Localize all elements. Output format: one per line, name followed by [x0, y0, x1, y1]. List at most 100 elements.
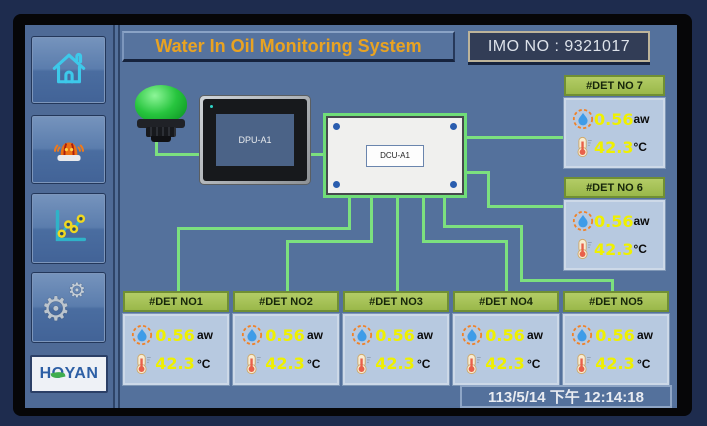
- status-beacon-light: [133, 85, 189, 159]
- water-activity-row: 0.56 aw: [461, 324, 553, 346]
- detector-4-header: #DET NO4: [453, 291, 559, 312]
- detector-7-card: 0.56 aw 42.3 °C: [563, 97, 666, 169]
- temperature-unit: °C: [633, 242, 647, 256]
- detector-2-card: 0.56 aw 42.3 °C: [232, 313, 340, 386]
- screw-icon: [333, 123, 340, 130]
- detector-1-header: #DET NO1: [123, 291, 229, 312]
- cable-det2-h: [286, 240, 373, 243]
- dcu-label: DCU-A1: [380, 151, 410, 160]
- temperature-value: 42.3: [155, 354, 195, 374]
- cable-det4-v1: [422, 198, 425, 243]
- cable-beacon-h: [155, 153, 199, 156]
- water-activity-row: 0.56 aw: [241, 324, 333, 346]
- dpu-device: DPU-A1: [199, 95, 311, 185]
- thermometer-icon: [461, 353, 483, 375]
- detector-5-card: 0.56 aw 42.3 °C: [562, 313, 670, 386]
- water-drop-icon: [351, 324, 373, 346]
- cable-det3-v: [396, 198, 399, 291]
- temperature-value: 42.3: [595, 354, 635, 374]
- water-activity-value: 0.56: [155, 325, 195, 345]
- home-button[interactable]: [31, 36, 106, 104]
- temperature-row: 42.3 °C: [241, 353, 333, 375]
- cable-beacon-v: [155, 131, 158, 155]
- cable-dcu-det6-h2: [487, 205, 564, 208]
- temperature-row: 42.3 °C: [461, 353, 553, 375]
- screw-icon: [333, 181, 340, 188]
- cable-det5-h2: [520, 279, 614, 282]
- cable-det5-h1: [443, 225, 523, 228]
- cable-det4-h: [422, 240, 508, 243]
- water-activity-value: 0.56: [594, 109, 634, 129]
- water-activity-row: 0.56 aw: [351, 324, 443, 346]
- thermometer-icon: [572, 238, 594, 260]
- temperature-unit: °C: [637, 356, 651, 371]
- detector-6-card: 0.56 aw 42.3 °C: [563, 199, 666, 271]
- cable-dcu-det6-v: [487, 171, 490, 208]
- cable-dcu-det7: [467, 136, 564, 139]
- temperature-unit: °C: [417, 356, 431, 371]
- water-drop-icon: [571, 324, 593, 346]
- imo-number-box: IMO NO : 9321017: [468, 31, 650, 62]
- temperature-value: 42.3: [594, 239, 634, 259]
- water-drop-icon: [241, 324, 263, 346]
- cable-det1-h: [177, 227, 351, 230]
- logo-text-post: YAN: [64, 365, 99, 382]
- water-activity-value: 0.56: [594, 211, 634, 231]
- water-activity-unit: aw: [633, 214, 650, 228]
- water-activity-value: 0.56: [595, 325, 635, 345]
- water-activity-unit: aw: [633, 112, 650, 126]
- water-activity-unit: aw: [527, 328, 544, 343]
- sidebar: ⚙ ⚙ HOYAN: [25, 25, 113, 408]
- temperature-row: 42.3 °C: [572, 238, 659, 260]
- screw-icon: [450, 181, 457, 188]
- temperature-value: 42.3: [375, 354, 415, 374]
- water-drop-icon: [131, 324, 153, 346]
- detector-5-header: #DET NO5: [563, 291, 669, 312]
- dcu-label-plate: DCU-A1: [366, 144, 424, 167]
- cable-dpu-dcu: [311, 153, 323, 156]
- temperature-row: 42.3 °C: [571, 353, 663, 375]
- water-drop-icon: [572, 210, 594, 232]
- trend-button[interactable]: [31, 193, 106, 264]
- water-activity-unit: aw: [307, 328, 324, 343]
- home-icon: [47, 46, 91, 95]
- temperature-row: 42.3 °C: [351, 353, 443, 375]
- dpu-power-led: [210, 105, 213, 108]
- cable-det5-v1: [443, 198, 446, 228]
- beacon-dome-green: [135, 85, 187, 123]
- temperature-unit: °C: [527, 356, 541, 371]
- dcu-panel: DCU-A1: [326, 116, 464, 195]
- alarm-button[interactable]: [31, 115, 106, 184]
- dpu-screen: DPU-A1: [216, 114, 294, 166]
- cable-det4-v2: [505, 240, 508, 291]
- beacon-stem: [146, 127, 176, 137]
- thermometer-icon: [241, 353, 263, 375]
- water-drop-icon: [461, 324, 483, 346]
- detector-3-header: #DET NO3: [343, 291, 449, 312]
- cable-det5-v2: [520, 225, 523, 282]
- gear-icon: ⚙ ⚙: [41, 280, 86, 327]
- datetime-box: 113/5/14 下午 12:14:18: [460, 385, 672, 408]
- temperature-unit: °C: [197, 356, 211, 371]
- water-activity-value: 0.56: [375, 325, 415, 345]
- cable-det1-v1: [348, 198, 351, 230]
- temperature-unit: °C: [307, 356, 321, 371]
- water-activity-unit: aw: [637, 328, 654, 343]
- settings-button[interactable]: ⚙ ⚙: [31, 272, 106, 343]
- thermometer-icon: [571, 353, 593, 375]
- water-activity-row: 0.56 aw: [571, 324, 663, 346]
- detector-4-card: 0.56 aw 42.3 °C: [452, 313, 560, 386]
- temperature-unit: °C: [633, 140, 647, 154]
- detector-1-card: 0.56 aw 42.3 °C: [122, 313, 230, 386]
- title-text: Water In Oil Monitoring System: [155, 35, 422, 56]
- detector-6-header: #DET NO 6: [564, 177, 665, 198]
- detector-7-header: #DET NO 7: [564, 75, 665, 96]
- water-activity-value: 0.56: [265, 325, 305, 345]
- water-drop-icon: [572, 108, 594, 130]
- water-activity-row: 0.56 aw: [131, 324, 223, 346]
- detector-3-card: 0.56 aw 42.3 °C: [342, 313, 450, 386]
- water-activity-unit: aw: [417, 328, 434, 343]
- hoyan-logo: HOYAN: [30, 355, 108, 393]
- screw-icon: [450, 123, 457, 130]
